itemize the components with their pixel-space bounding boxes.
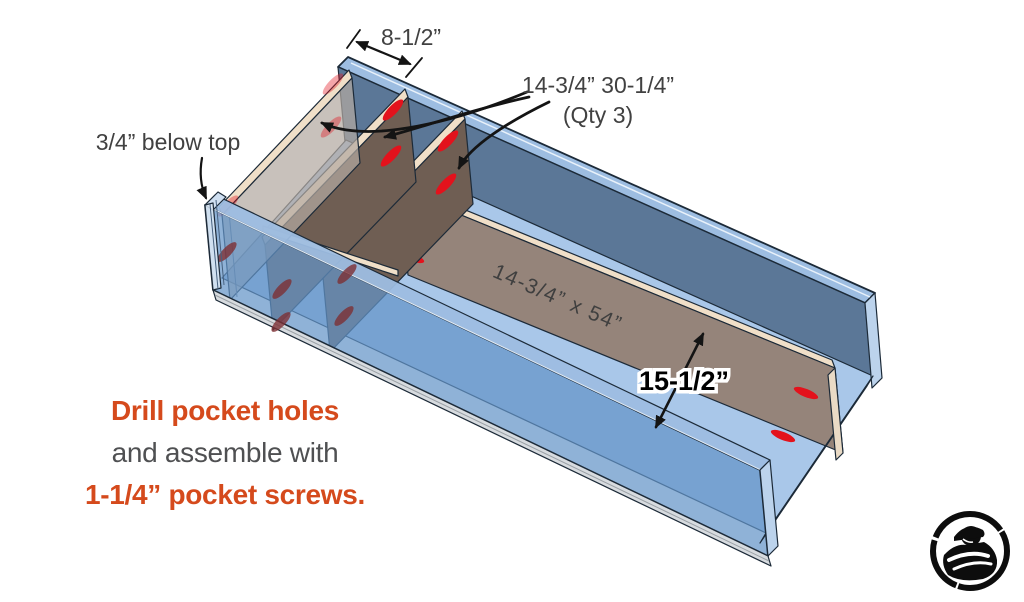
note-line-2: and assemble with (111, 437, 339, 468)
left-end-edge-line (209, 203, 219, 290)
bottom-edge-line (214, 294, 770, 562)
dimension-arrow (355, 40, 412, 66)
callout-arrow (320, 90, 529, 133)
pocket-hole (793, 386, 819, 400)
note-line-1: Drill pocket holes (111, 395, 339, 426)
divider-panels-callout: 14-3/4” 30-1/4” (Qty 3) (320, 72, 674, 170)
left-end-edges (204, 191, 227, 291)
pocket-hole (380, 145, 402, 167)
pocket-hole-glass (271, 312, 291, 332)
dimension-tick (346, 29, 361, 49)
channel-width-label: 15-1/2” (639, 366, 729, 396)
pocket-hole-faint (322, 73, 344, 95)
box-structure: 14-3/4” x 54” (204, 56, 883, 567)
dimension-tick (405, 57, 423, 78)
dimension-top-spacing: 8-1/2” (346, 24, 441, 78)
left-end-edge-band (204, 202, 222, 291)
top-offset-callout: 3/4” below top (96, 129, 240, 200)
assembly-note: Drill pocket holes and assemble with 1-1… (50, 390, 400, 516)
left-end-edge-line (215, 199, 225, 286)
right-end-front-wall-edge (759, 459, 779, 557)
logo-figure-face-line (962, 538, 974, 543)
right-end-floor-edge (759, 375, 874, 544)
divider-size-label: 14-3/4” 30-1/4” (522, 72, 674, 98)
back-wall-highlight-line (350, 62, 871, 298)
pocket-hole (382, 99, 404, 121)
top-spacing-label: 8-1/2” (381, 24, 441, 50)
dimension-arrow (654, 332, 705, 429)
top-offset-label: 3/4” below top (96, 129, 240, 155)
callout-arrow (196, 156, 208, 200)
dimension-annotations: 8-1/2” 14-3/4” 30-1/4” (Qty 3) 3/4” belo… (96, 24, 733, 429)
callout-arrow (457, 100, 551, 170)
note-line-3: 1-1/4” pocket screws. (84, 479, 366, 510)
pocket-hole-glass (337, 264, 357, 284)
logo-ring (930, 511, 1010, 591)
pocket-hole (435, 173, 457, 195)
callout-arrow (383, 95, 531, 140)
maker-figure-logo-icon (930, 511, 1010, 591)
pocket-hole-glass (217, 242, 237, 262)
channel-width-dimension: 15-1/2” (635, 332, 733, 429)
logo-figure-arm (947, 551, 990, 562)
pocket-hole-glass (334, 306, 354, 326)
right-end-back-wall-edge (864, 292, 883, 389)
pocket-hole (437, 130, 459, 152)
divider-qty-label: (Qty 3) (563, 102, 633, 128)
logo-figure-body (943, 542, 998, 581)
logo-figure-arm (952, 561, 993, 571)
pocket-hole (770, 429, 796, 443)
right-end-center-divider-edge (827, 367, 844, 461)
right-end-edges (759, 292, 883, 557)
pocket-holes-through-glass (217, 242, 357, 332)
pocket-hole-glass (272, 279, 292, 299)
logo-figure-cap (954, 526, 985, 541)
